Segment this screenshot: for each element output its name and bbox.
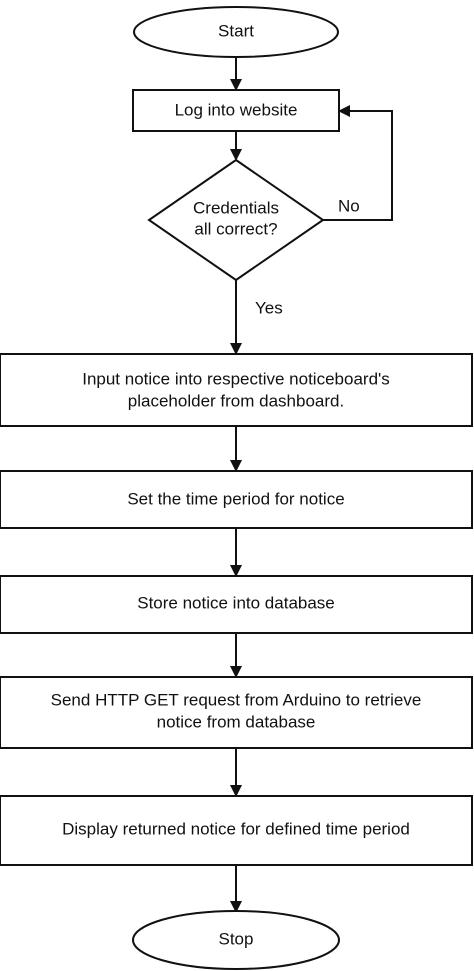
store-process — [0, 575, 473, 634]
yes-label: Yes — [255, 298, 283, 317]
set-time-label: Set the time period for notice — [127, 489, 344, 508]
decision-label-line1: Credentials — [193, 198, 279, 217]
set-time-process — [0, 470, 473, 529]
no-label: No — [338, 196, 360, 215]
stop-label: Stop — [219, 929, 254, 948]
login-label: Log into website — [175, 100, 298, 119]
store-label: Store notice into database — [137, 593, 335, 612]
input-notice-process — [0, 353, 473, 427]
input-label-line2: placeholder from dashboard. — [128, 391, 344, 410]
decision-label-line2: all correct? — [194, 219, 277, 238]
start-label: Start — [218, 21, 254, 40]
request-label-line1: Send HTTP GET request from Arduino to re… — [51, 690, 422, 709]
display-process — [0, 795, 473, 866]
input-label-line1: Input notice into respective noticeboard… — [82, 369, 390, 388]
arrow-no-loop — [323, 105, 393, 221]
login-process — [132, 89, 340, 132]
stop-terminator — [132, 910, 340, 970]
display-label: Display returned notice for defined time… — [62, 819, 410, 838]
request-label-line2: notice from database — [157, 712, 316, 731]
